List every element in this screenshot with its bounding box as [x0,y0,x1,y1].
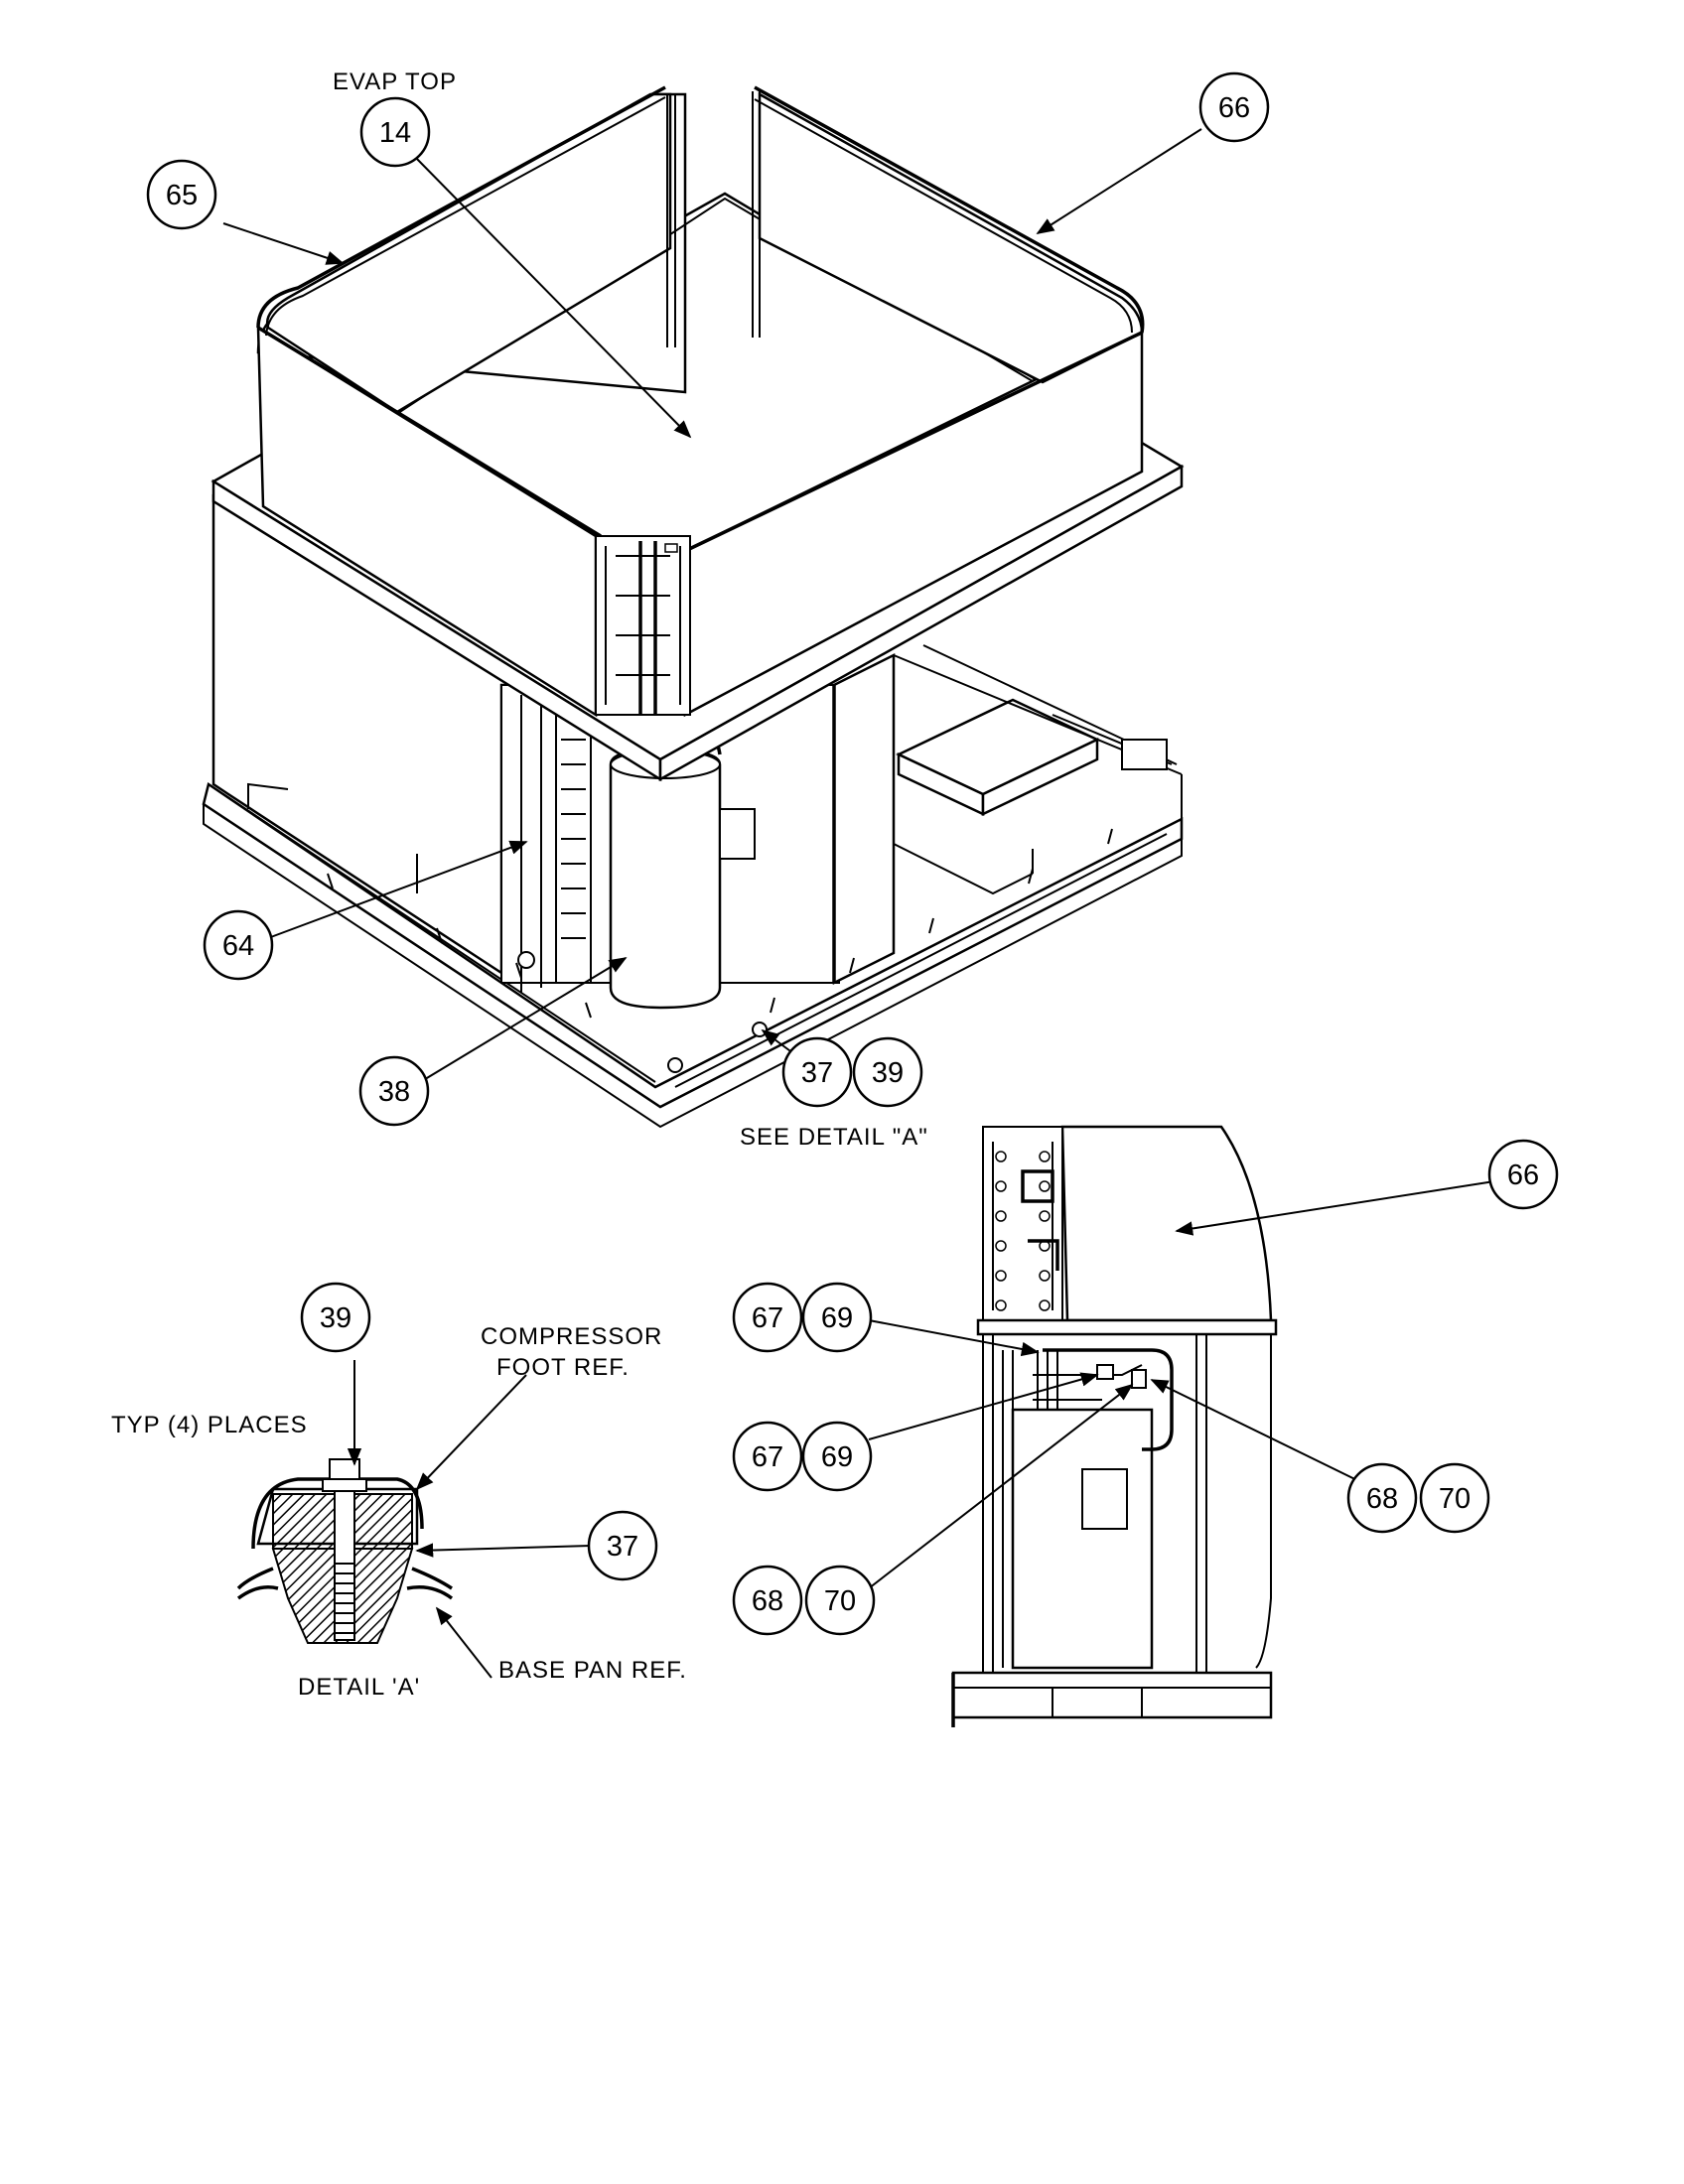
callout-38[interactable]: 38 [358,1055,430,1127]
callout-70-a[interactable]: 70 [1419,1462,1490,1534]
svg-text:67: 67 [752,1302,783,1334]
detail-a-label: DETAIL 'A' [298,1674,420,1701]
callout-68-b[interactable]: 68 [732,1565,803,1636]
svg-text:37: 37 [801,1057,833,1089]
callout-39-main[interactable]: 39 [852,1036,923,1108]
callout-66-top[interactable]: 66 [1198,71,1270,143]
see-detail-label: SEE DETAIL "A" [740,1124,928,1151]
svg-text:39: 39 [872,1057,904,1089]
evap-top-enclosure [256,85,1145,718]
svg-text:67: 67 [752,1441,783,1473]
callout-67-b[interactable]: 67 [732,1421,803,1492]
detail-side-view [951,1125,1278,1727]
callout-70-b[interactable]: 70 [804,1565,876,1636]
detail-panel-66 [1060,1125,1273,1322]
callout-68-a[interactable]: 68 [1346,1462,1418,1534]
svg-text:65: 65 [166,180,198,211]
text-labels: EVAP TOP SEE DETAIL "A" COMPRESSOR FOOT … [111,68,928,1701]
callout-14[interactable]: 14 [359,96,431,168]
callout-67-a[interactable]: 67 [732,1282,803,1353]
main-unit-drawing [202,85,1185,1129]
svg-text:68: 68 [1366,1483,1398,1515]
callout-69-a[interactable]: 69 [801,1282,873,1353]
callout-39-detail[interactable]: 39 [300,1282,371,1353]
svg-text:64: 64 [222,930,254,962]
leader-lines [222,128,1495,1679]
typ-places-label: TYP (4) PLACES [111,1412,308,1438]
coil-tubes-left [555,694,592,984]
svg-text:69: 69 [821,1302,853,1334]
svg-text:66: 66 [1507,1160,1539,1191]
svg-text:70: 70 [824,1585,856,1617]
svg-text:14: 14 [379,117,411,149]
compressor-foot-label-line2: FOOT REF. [496,1354,630,1381]
base-pan-label: BASE PAN REF. [498,1657,687,1684]
callout-65[interactable]: 65 [146,159,217,230]
svg-text:39: 39 [320,1302,351,1334]
svg-text:69: 69 [821,1441,853,1473]
callout-64[interactable]: 64 [203,909,274,981]
svg-text:38: 38 [378,1076,410,1108]
compressor-foot-label-line1: COMPRESSOR [481,1323,662,1350]
svg-text:66: 66 [1218,92,1250,124]
svg-text:70: 70 [1439,1483,1471,1515]
svg-text:68: 68 [752,1585,783,1617]
callout-69-b[interactable]: 69 [801,1421,873,1492]
callout-37-main[interactable]: 37 [781,1036,853,1108]
svg-text:37: 37 [607,1531,638,1563]
evap-top-label: EVAP TOP [333,68,457,95]
callout-66-detail[interactable]: 66 [1487,1139,1559,1210]
callouts: 14 65 66 64 38 37 39 66 67 69 67 69 68 7… [146,71,1559,1636]
callout-37-detail[interactable]: 37 [587,1510,658,1581]
